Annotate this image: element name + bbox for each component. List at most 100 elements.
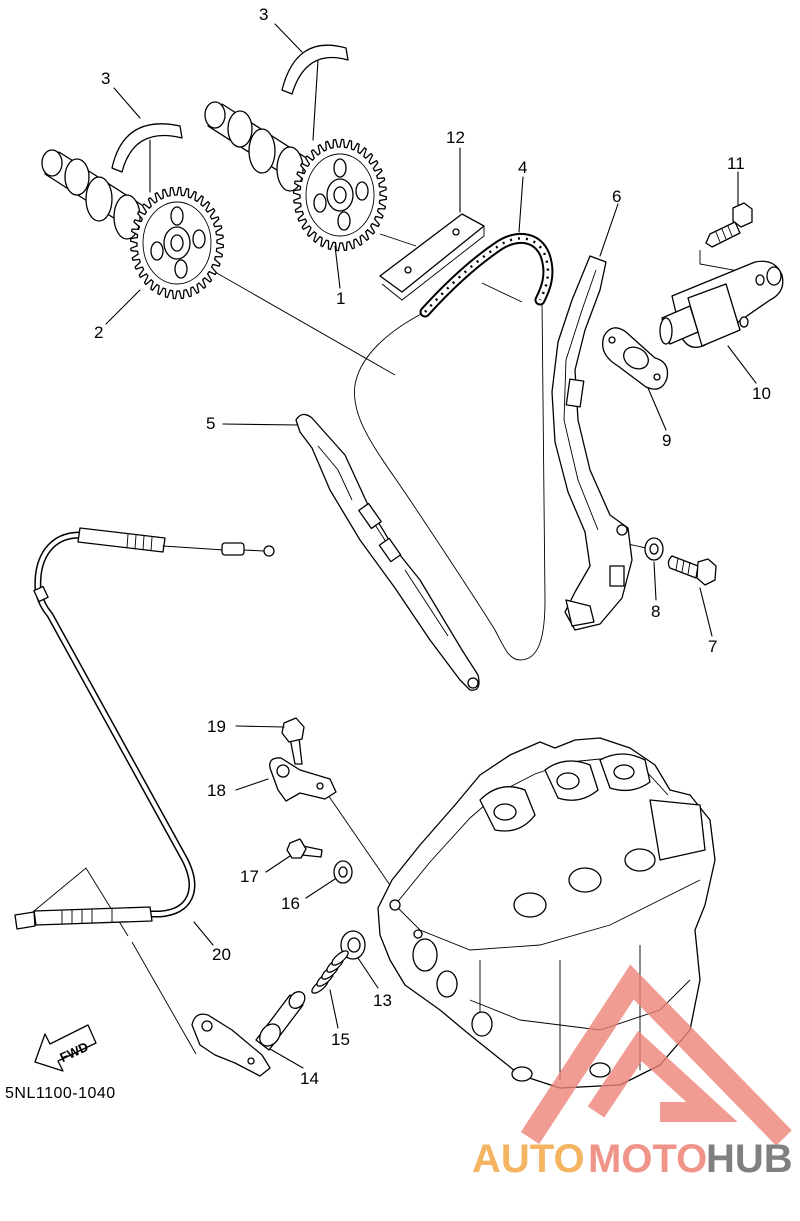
gasket-hole [653,373,661,381]
chain-guide-exhaust [295,413,480,691]
reference-line [481,282,523,303]
sprocket-hole [170,206,184,226]
callout-18: 18 [207,781,226,800]
lever-hole [201,1020,213,1032]
automotohub-watermark: AUTO MOTO HUB [472,964,793,1181]
leader-10 [727,345,757,384]
bolt-thread [715,225,733,243]
chain-guide-top [379,213,485,301]
decompression-lever-14 [191,991,306,1077]
tensioner-bolt-hole [755,274,765,286]
forward-arrow-icon [34,1024,97,1072]
watermark-triangle-icon [520,964,792,1146]
valve-bore [613,764,635,780]
tensioner-guide-foot [565,599,595,627]
sprocket-hole [150,241,164,261]
leader-18 [235,778,269,791]
callout-3-left: 3 [101,69,110,88]
reference-line [379,233,417,247]
leader-2 [105,289,141,325]
callout-leaders [105,23,757,1069]
cable-adjuster-rib [61,908,113,924]
callout-labels: 3 3 12 4 6 11 1 2 10 9 5 8 7 19 18 17 16… [94,5,771,1088]
sprocket-hole [337,211,351,231]
cam-chain-tensioner [659,260,784,348]
callout-4: 4 [518,158,527,177]
valve-bore [556,772,580,790]
leader-3-top [274,23,319,141]
cable-inner-wire [243,549,265,552]
camshaft-lobe [85,176,113,222]
forward-direction-arrow: FWD [34,1024,97,1072]
bolt-19 [281,717,305,765]
chain-guide-plate [379,213,485,293]
callout-15: 15 [331,1030,350,1049]
valve-bore [493,803,517,821]
cable-inner-wire [162,545,225,551]
cam-bore [568,867,602,893]
sprocket-bore [333,186,347,204]
head-boss-bottom [511,1066,533,1082]
callout-7: 7 [708,637,717,656]
leader-8 [653,561,657,601]
cable-end-fitting [14,911,36,930]
washer-inner [338,866,348,878]
reference-line [327,794,393,889]
washer-inner [649,543,659,555]
camshaft-2 [41,149,225,300]
bolt-head [732,202,753,228]
bracket-hole [316,782,324,790]
head-boss [649,799,706,861]
chain-link-pins [424,237,550,313]
callout-8: 8 [651,602,660,621]
chain-tensioner-guide [551,255,633,631]
bolt-11 [705,202,753,248]
bolt-17 [286,838,323,859]
leader-9 [647,387,667,431]
sprocket-hole [313,193,327,213]
leader-5 [222,423,299,426]
reference-line [27,867,197,1055]
callout-3-top: 3 [259,5,268,24]
gasket-bore [623,346,649,370]
camshaft-journal [227,110,253,148]
head-port [412,938,438,972]
head-boss-bottom [589,1062,611,1078]
tensioner-guide-edge [563,269,599,531]
spring-coil [331,950,349,966]
washer-8 [644,537,664,561]
diagram-part-code: 5NL1100-1040 [5,1085,116,1102]
tensioner-guide-bracket [609,565,625,587]
callout-17: 17 [240,867,259,886]
leader-4 [518,176,524,233]
chain-loop [354,299,546,661]
leader-1 [334,245,341,289]
chain-guide-tab [378,537,402,563]
callout-5: 5 [206,414,215,433]
cylinder-head [377,737,716,1089]
cable-bracket-18 [269,757,337,802]
leader-6 [599,203,619,257]
leader-19 [235,725,285,728]
seal-inner [347,937,361,953]
camshaft-end-cap [41,149,63,177]
leader-3-left [113,87,151,193]
callout-19: 19 [207,717,226,736]
timing-chain [354,232,554,661]
head-port [471,1011,493,1037]
callout-11: 11 [727,154,745,173]
bolt-7 [667,555,717,586]
bolt-head [286,838,307,859]
leader-20 [193,921,214,946]
tensioner-guide-tab [565,378,585,408]
tensioner-gasket [601,327,669,390]
reference-lines [27,233,767,1055]
camshaft-journal [64,158,90,196]
clip-left [111,123,183,173]
sprocket-hole [355,181,369,201]
bolt-head [281,717,305,743]
callout-16: 16 [281,894,300,913]
gasket-hole [608,336,616,344]
tensioner-guide-pivot [616,524,628,536]
leader-14 [269,1048,304,1069]
